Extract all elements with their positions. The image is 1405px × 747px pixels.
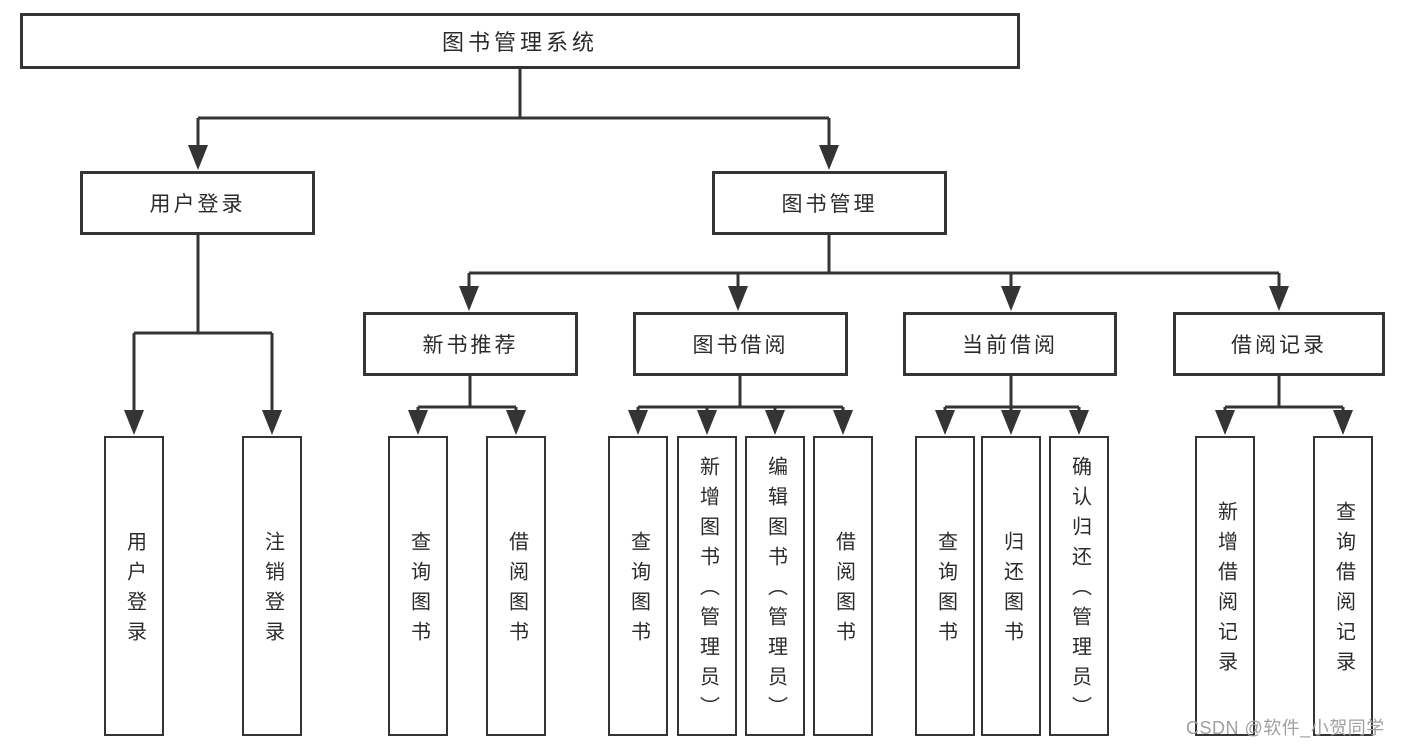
node-current-borrow: 当前借阅 bbox=[903, 312, 1117, 376]
node-label: 图书管理系统 bbox=[441, 30, 598, 55]
arrowhead bbox=[1001, 410, 1021, 435]
node-label: 图书管理 bbox=[781, 193, 878, 216]
arrowhead bbox=[728, 286, 748, 311]
arrowhead bbox=[1069, 410, 1089, 435]
node-label: 新书推荐 bbox=[422, 334, 519, 357]
arrowhead bbox=[819, 145, 839, 170]
leaf-logout: 注销登录 bbox=[242, 436, 302, 736]
node-library-management-system: 图书管理系统 bbox=[20, 13, 1020, 69]
arrowhead bbox=[124, 410, 144, 435]
node-borrow-records: 借阅记录 bbox=[1173, 312, 1385, 376]
leaf-query-books-current: 查询图书 bbox=[915, 436, 975, 736]
arrowhead bbox=[935, 410, 955, 435]
node-label: 新增借阅记录 bbox=[1214, 501, 1237, 681]
csdn-watermark: CSDN @软件_小贺同学 bbox=[1186, 718, 1385, 738]
node-label: 用户登录 bbox=[149, 193, 246, 216]
arrowhead bbox=[1269, 286, 1289, 311]
node-label: 注销登录 bbox=[261, 531, 284, 651]
connector-currentborrow-to-leaves bbox=[943, 376, 1081, 415]
leaf-confirm-return-admin: 确认归还（管理员） bbox=[1049, 436, 1109, 736]
node-label: 查询图书 bbox=[627, 531, 650, 651]
node-label: 当前借阅 bbox=[962, 334, 1058, 357]
leaf-add-book-admin: 新增图书（管理员） bbox=[677, 436, 737, 736]
node-label: 查询图书 bbox=[934, 531, 957, 651]
arrowhead bbox=[765, 410, 785, 435]
connector-newbook-to-leaves bbox=[416, 376, 518, 415]
node-label: 借阅图书 bbox=[832, 531, 855, 651]
node-label: 编辑图书（管理员） bbox=[764, 456, 787, 726]
node-label: 确认归还（管理员） bbox=[1068, 456, 1091, 726]
node-new-book-recommend: 新书推荐 bbox=[363, 312, 578, 376]
connector-bookborrow-to-leaves bbox=[636, 376, 845, 415]
arrowhead bbox=[697, 410, 717, 435]
node-book-borrow: 图书借阅 bbox=[633, 312, 848, 376]
leaf-query-books-borrow: 查询图书 bbox=[608, 436, 668, 736]
node-label: 查询图书 bbox=[407, 531, 430, 651]
leaf-edit-book-admin: 编辑图书（管理员） bbox=[745, 436, 805, 736]
leaf-borrow-books-recommend: 借阅图书 bbox=[486, 436, 546, 736]
arrowhead bbox=[506, 410, 526, 435]
arrowhead bbox=[833, 410, 853, 435]
arrowhead bbox=[408, 410, 428, 435]
arrowhead bbox=[188, 145, 208, 170]
node-label: 借阅图书 bbox=[505, 531, 528, 651]
leaf-return-book: 归还图书 bbox=[981, 436, 1041, 736]
connector-userlogin-to-leaves bbox=[132, 235, 274, 414]
connector-borrowrecords-to-leaves bbox=[1223, 376, 1345, 415]
connector-lines bbox=[132, 69, 1345, 415]
arrowhead bbox=[1001, 286, 1021, 311]
node-book-management: 图书管理 bbox=[712, 171, 947, 235]
arrowhead bbox=[262, 410, 282, 435]
leaf-query-books-recommend: 查询图书 bbox=[388, 436, 448, 736]
arrowhead bbox=[1215, 410, 1235, 435]
arrowhead bbox=[1333, 410, 1353, 435]
leaf-add-borrow-record: 新增借阅记录 bbox=[1195, 436, 1255, 736]
connector-bookmgmt-to-level3 bbox=[467, 235, 1281, 290]
arrowhead bbox=[628, 410, 648, 435]
node-label: 借阅记录 bbox=[1231, 334, 1327, 357]
node-label: 查询借阅记录 bbox=[1332, 501, 1355, 681]
node-label: 用户登录 bbox=[123, 531, 146, 651]
leaf-borrow-books: 借阅图书 bbox=[813, 436, 873, 736]
leaf-user-login: 用户登录 bbox=[104, 436, 164, 736]
node-label: 图书借阅 bbox=[692, 334, 789, 357]
node-user-login: 用户登录 bbox=[80, 171, 315, 235]
connector-root-to-level2 bbox=[196, 69, 831, 150]
leaf-query-borrow-record: 查询借阅记录 bbox=[1313, 436, 1373, 736]
node-label: 新增图书（管理员） bbox=[696, 456, 719, 726]
node-label: 归还图书 bbox=[1000, 531, 1023, 651]
arrowhead bbox=[459, 286, 479, 311]
arrowheads bbox=[124, 145, 1353, 435]
